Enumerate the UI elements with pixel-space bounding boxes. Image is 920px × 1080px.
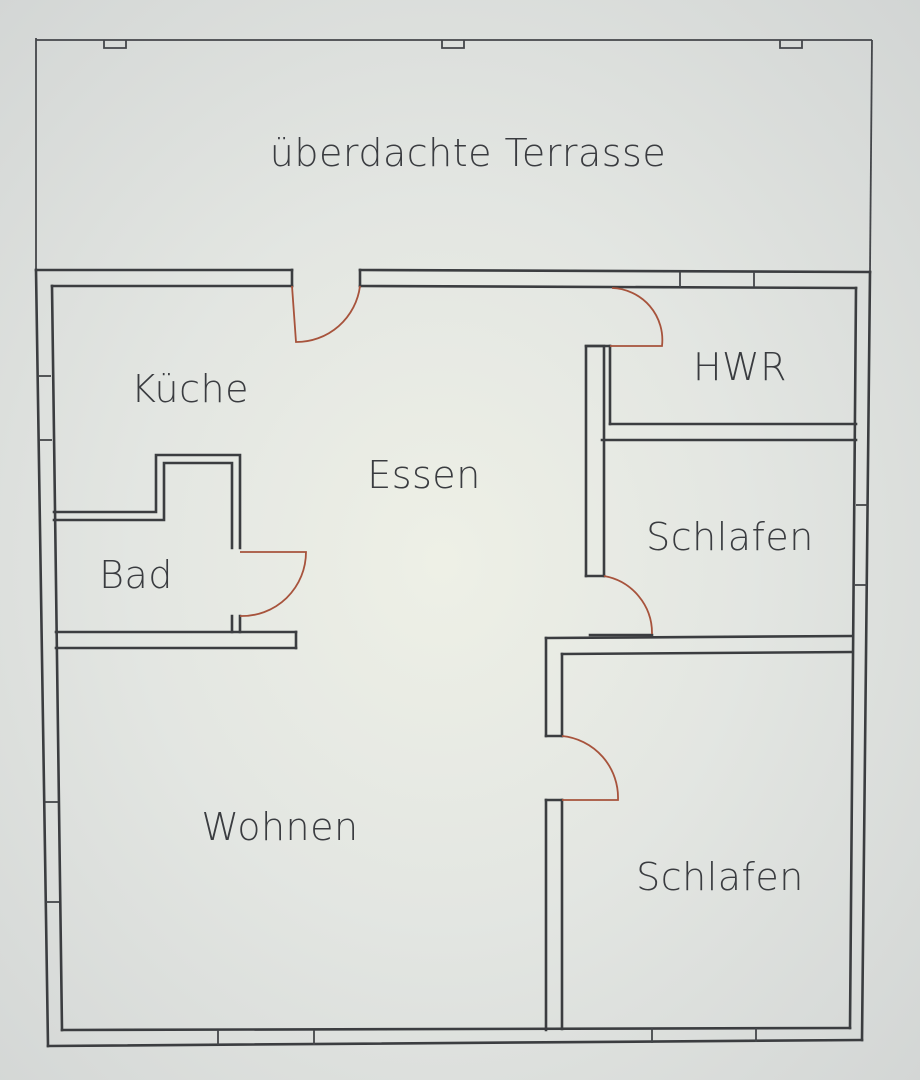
bedroom-lower-door [561, 735, 619, 801]
hwr-door [610, 287, 664, 347]
utility-room-label: HWR [693, 345, 787, 389]
outer-walls [34, 268, 872, 1048]
hwr-walls [584, 344, 858, 637]
terrace-label: überdachte Terrasse [270, 131, 666, 175]
dining-label: Essen [367, 453, 481, 497]
entry-door [291, 285, 361, 343]
kitchen-label: Küche [131, 367, 249, 411]
bedroom-upper-label: Schlafen [646, 515, 814, 559]
bath-label: Bad [99, 553, 173, 597]
post-2 [441, 40, 465, 49]
post-1 [103, 40, 127, 49]
terrace-outline [35, 38, 873, 273]
living-label: Wohnen [201, 805, 358, 849]
post-3 [779, 40, 803, 49]
bedroom-lower-label: Schlafen [636, 855, 804, 899]
lower-bedroom-walls [544, 634, 854, 1032]
bath-walls [52, 453, 298, 650]
door-swings [239, 285, 664, 801]
bedroom-upper-door [603, 575, 653, 635]
bath-door [239, 551, 307, 617]
